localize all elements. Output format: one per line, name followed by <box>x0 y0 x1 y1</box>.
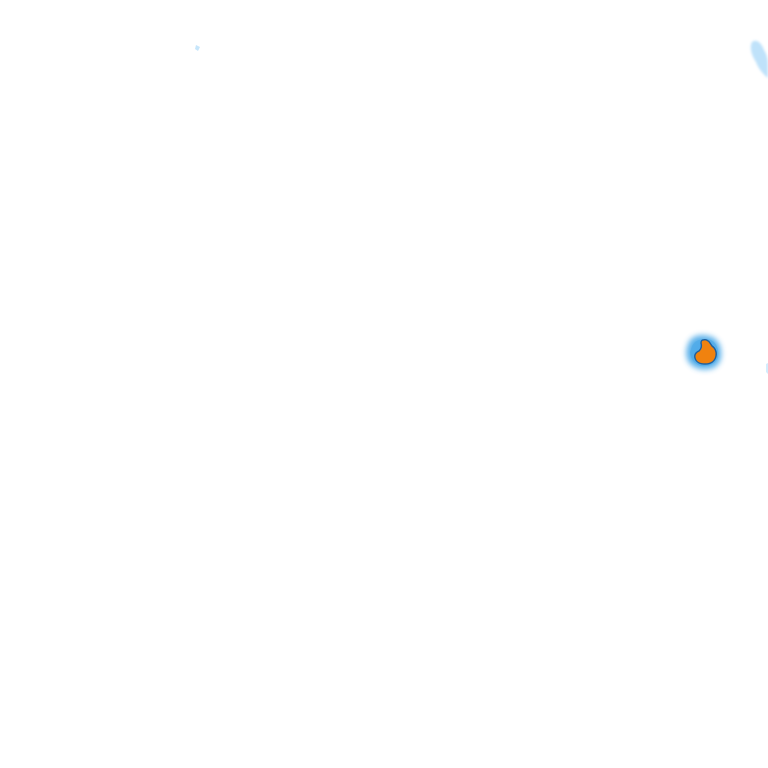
shallow-water-top-left-speck <box>195 45 200 51</box>
shallow-water-top-right <box>750 40 768 78</box>
island-highlighted[interactable] <box>686 335 722 370</box>
